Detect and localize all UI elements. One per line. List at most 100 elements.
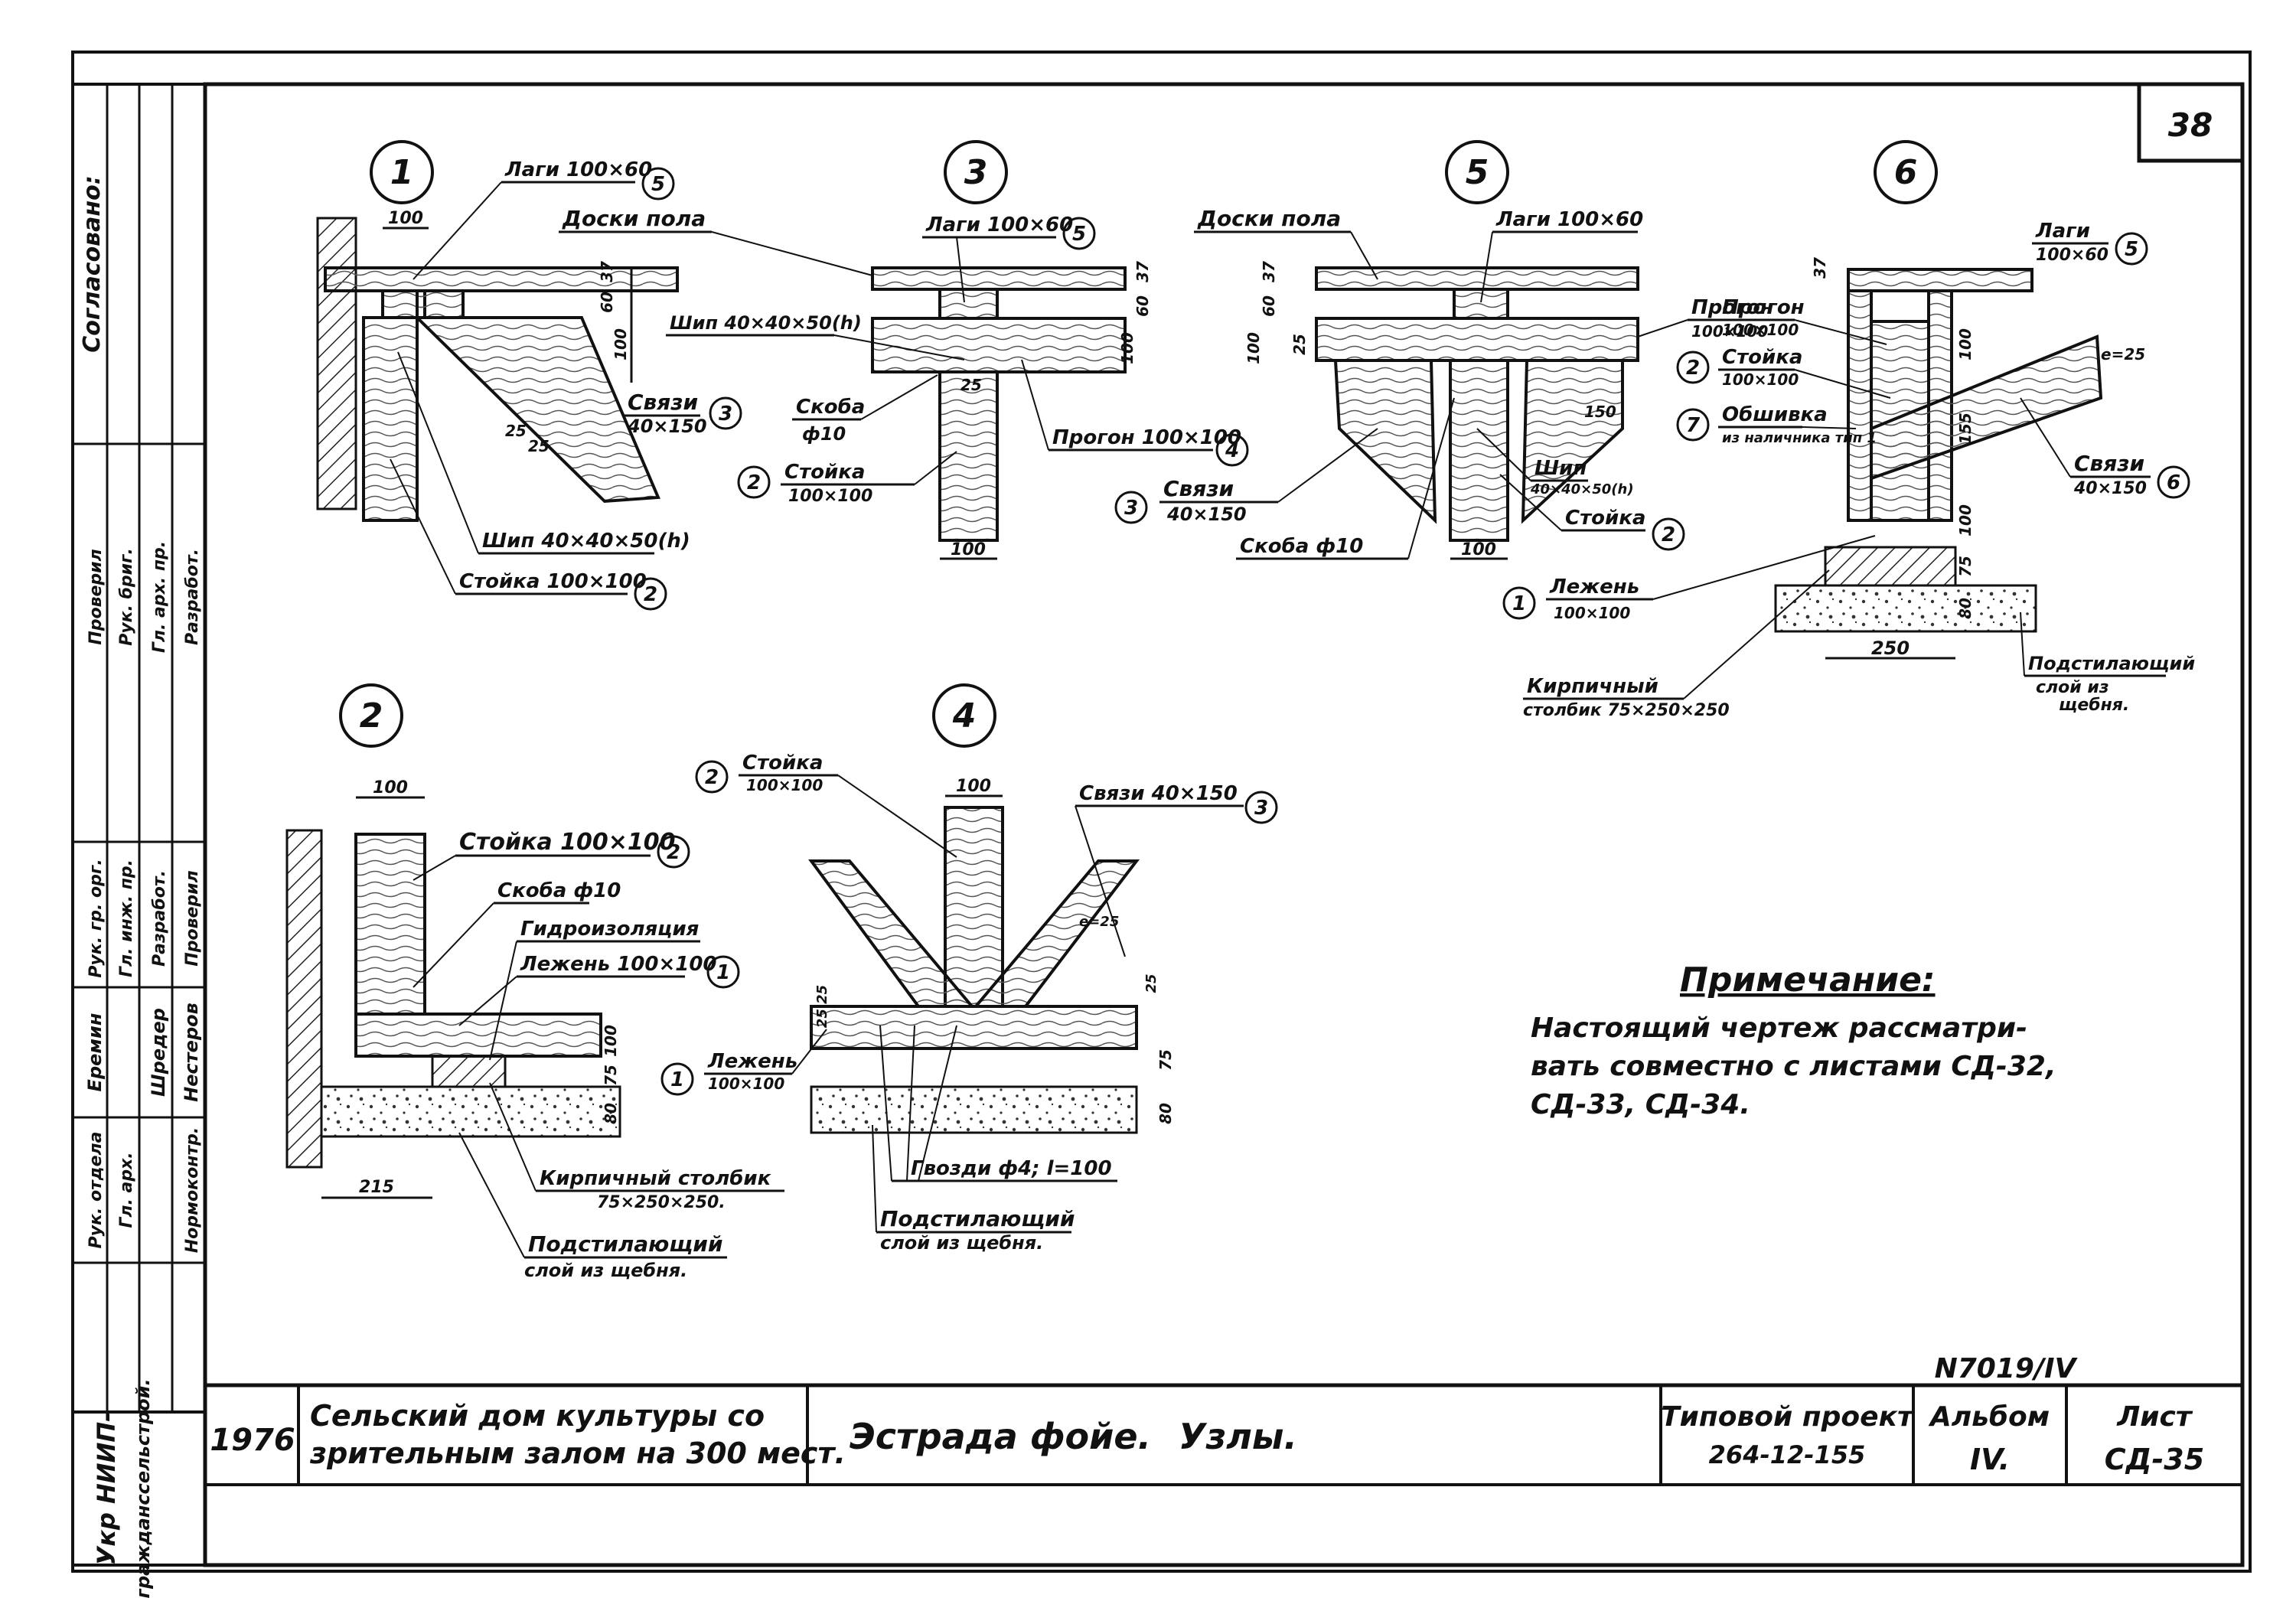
purlin: [1315, 317, 1639, 362]
org-name-1: Укр НИИП-: [92, 1412, 121, 1566]
sheet-number-box: [2137, 82, 2245, 163]
marker-number: 2: [705, 766, 719, 789]
title-block: 1976 Сельский дом культуры со зрительным…: [205, 1353, 2242, 1486]
marker-number: 6: [2167, 471, 2180, 494]
agreed-label: Согласовано:: [79, 175, 106, 352]
label-braces: Связи: [2074, 451, 2144, 476]
post: [362, 316, 419, 522]
node-1: 1 100 100 60 37 25 25 Лаги 100×60 5 Доск…: [316, 140, 873, 611]
stamp-role: Разработ.: [150, 870, 169, 967]
stamp-name: Еремин: [84, 1013, 106, 1092]
label-tenon-size: 40×40×50(h): [1530, 481, 1634, 497]
marker-circle: [1502, 586, 1536, 620]
brick-pillar: [1824, 546, 1957, 587]
dim-text: 100: [1118, 332, 1137, 364]
marker-number: 5: [651, 173, 665, 196]
label-joists: Лаги 100×60: [925, 214, 1073, 236]
dim-text: 75: [602, 1065, 620, 1086]
dim-text: 37: [1260, 261, 1278, 282]
label-joists-size: 100×60: [2036, 246, 2108, 265]
marker-circle: [634, 577, 667, 611]
label-purlin: Прогон 100×100: [1052, 426, 1241, 449]
node-number: 5: [1466, 153, 1489, 192]
label-floor-boards: Доски пола: [1197, 206, 1341, 231]
marker-circle: [695, 760, 729, 794]
dim-text: 100: [612, 328, 630, 360]
label-braces: Связи: [628, 390, 698, 415]
object-name-1: Сельский дом культуры со: [310, 1399, 765, 1433]
label-sill: Лежень: [707, 1050, 797, 1073]
note-title: Примечание:: [1680, 960, 1936, 1000]
dim-text: 150: [1584, 403, 1616, 421]
drawing-title: Эстрада фойе.: [850, 1416, 1151, 1457]
label-braces: Связи 40×150: [1079, 782, 1238, 805]
label-bedding-2: слой из щебня.: [880, 1232, 1043, 1254]
dim-text: e=25: [2101, 345, 2145, 364]
label-tenon: Шип 40×40×50(h): [482, 530, 690, 553]
node-number: 1: [390, 153, 414, 192]
label-purlin-size: 100×100: [1691, 322, 1768, 341]
dim-text: 25: [528, 437, 550, 455]
post: [354, 833, 426, 1016]
dim-text: 37: [1133, 261, 1152, 282]
drawing-subtitle: Узлы.: [1179, 1416, 1297, 1457]
label-post-size: 100×100: [1722, 370, 1799, 389]
node-number-circle: [932, 683, 996, 748]
label-post: Стойка: [742, 752, 823, 774]
brace-left: [1333, 359, 1437, 524]
label-sheathing: Обшивка: [1722, 403, 1828, 426]
label-post-size: 100×100: [746, 776, 823, 794]
dim-text: 80: [1956, 598, 1975, 619]
label-post: Стойка 100×100: [459, 570, 647, 593]
sheathing: [1847, 289, 1873, 522]
marker-number: 1: [716, 961, 730, 984]
node-5: 5 100 60 37 25 100 150 Доски пола Лаги 1…: [1114, 140, 1774, 560]
org-name-2: гражданссельстрой.: [132, 1378, 154, 1598]
note-line-2: вать совместно с листами СД-32,: [1531, 1051, 2056, 1082]
marker-circle: [1062, 217, 1096, 250]
marker-circle: [1676, 351, 1710, 384]
marker-number: 3: [1124, 497, 1138, 520]
post: [944, 806, 1004, 1008]
label-purlin: Прогон: [1722, 296, 1805, 319]
year: 1976: [210, 1423, 295, 1458]
stamp-role: Проверил: [183, 870, 202, 966]
dim-text: 60: [1133, 295, 1152, 317]
stamp-name: Нестеров: [181, 1003, 202, 1102]
node-number: 4: [952, 696, 977, 735]
dim-text: 60: [1260, 295, 1278, 317]
node-number: 3: [964, 153, 988, 192]
brick-pillar: [431, 1055, 507, 1088]
dim-text: 25: [960, 376, 982, 394]
dim-text: 100: [1956, 504, 1975, 536]
dim-text: 155: [1956, 413, 1975, 445]
dim-text: 25 25: [814, 985, 830, 1028]
sheet-number: 38: [2168, 106, 2213, 144]
label-sill-size: 100×100: [708, 1075, 784, 1093]
label-bedding: Подстилающий: [880, 1206, 1075, 1231]
marker-circle: [1676, 408, 1710, 442]
dim-text: 100: [951, 540, 986, 559]
label-joists: Лаги 100×60: [1495, 208, 1643, 231]
label-post: Стойка: [784, 461, 865, 484]
dim-text: 25: [1290, 334, 1309, 355]
dim-text: 37: [598, 261, 616, 282]
label-post: Стойка: [1722, 346, 1802, 369]
album-value: IV.: [1970, 1443, 2010, 1476]
sheet-code: СД-35: [2105, 1443, 2204, 1476]
stamp-role: Рук. бриг.: [117, 548, 136, 646]
floor-board: [871, 266, 1127, 291]
node-number: 2: [360, 696, 383, 735]
label-post: Стойка: [1565, 507, 1645, 530]
post: [1449, 359, 1509, 542]
label-brick-pillar: Кирпичный: [1527, 675, 1658, 698]
label-braces-size: 40×150: [627, 416, 707, 437]
note-line-1: Настоящий чертеж рассматри-: [1531, 1013, 2027, 1044]
label-waterproofing: Гидроизоляция: [520, 918, 699, 941]
marker-number: 1: [1512, 592, 1526, 615]
label-tenon: Шип: [1534, 457, 1587, 480]
album-label: Альбом: [1928, 1401, 2050, 1433]
marker-number: 5: [1072, 223, 1086, 246]
label-brick-pillar-size: 75×250×250.: [597, 1193, 726, 1212]
